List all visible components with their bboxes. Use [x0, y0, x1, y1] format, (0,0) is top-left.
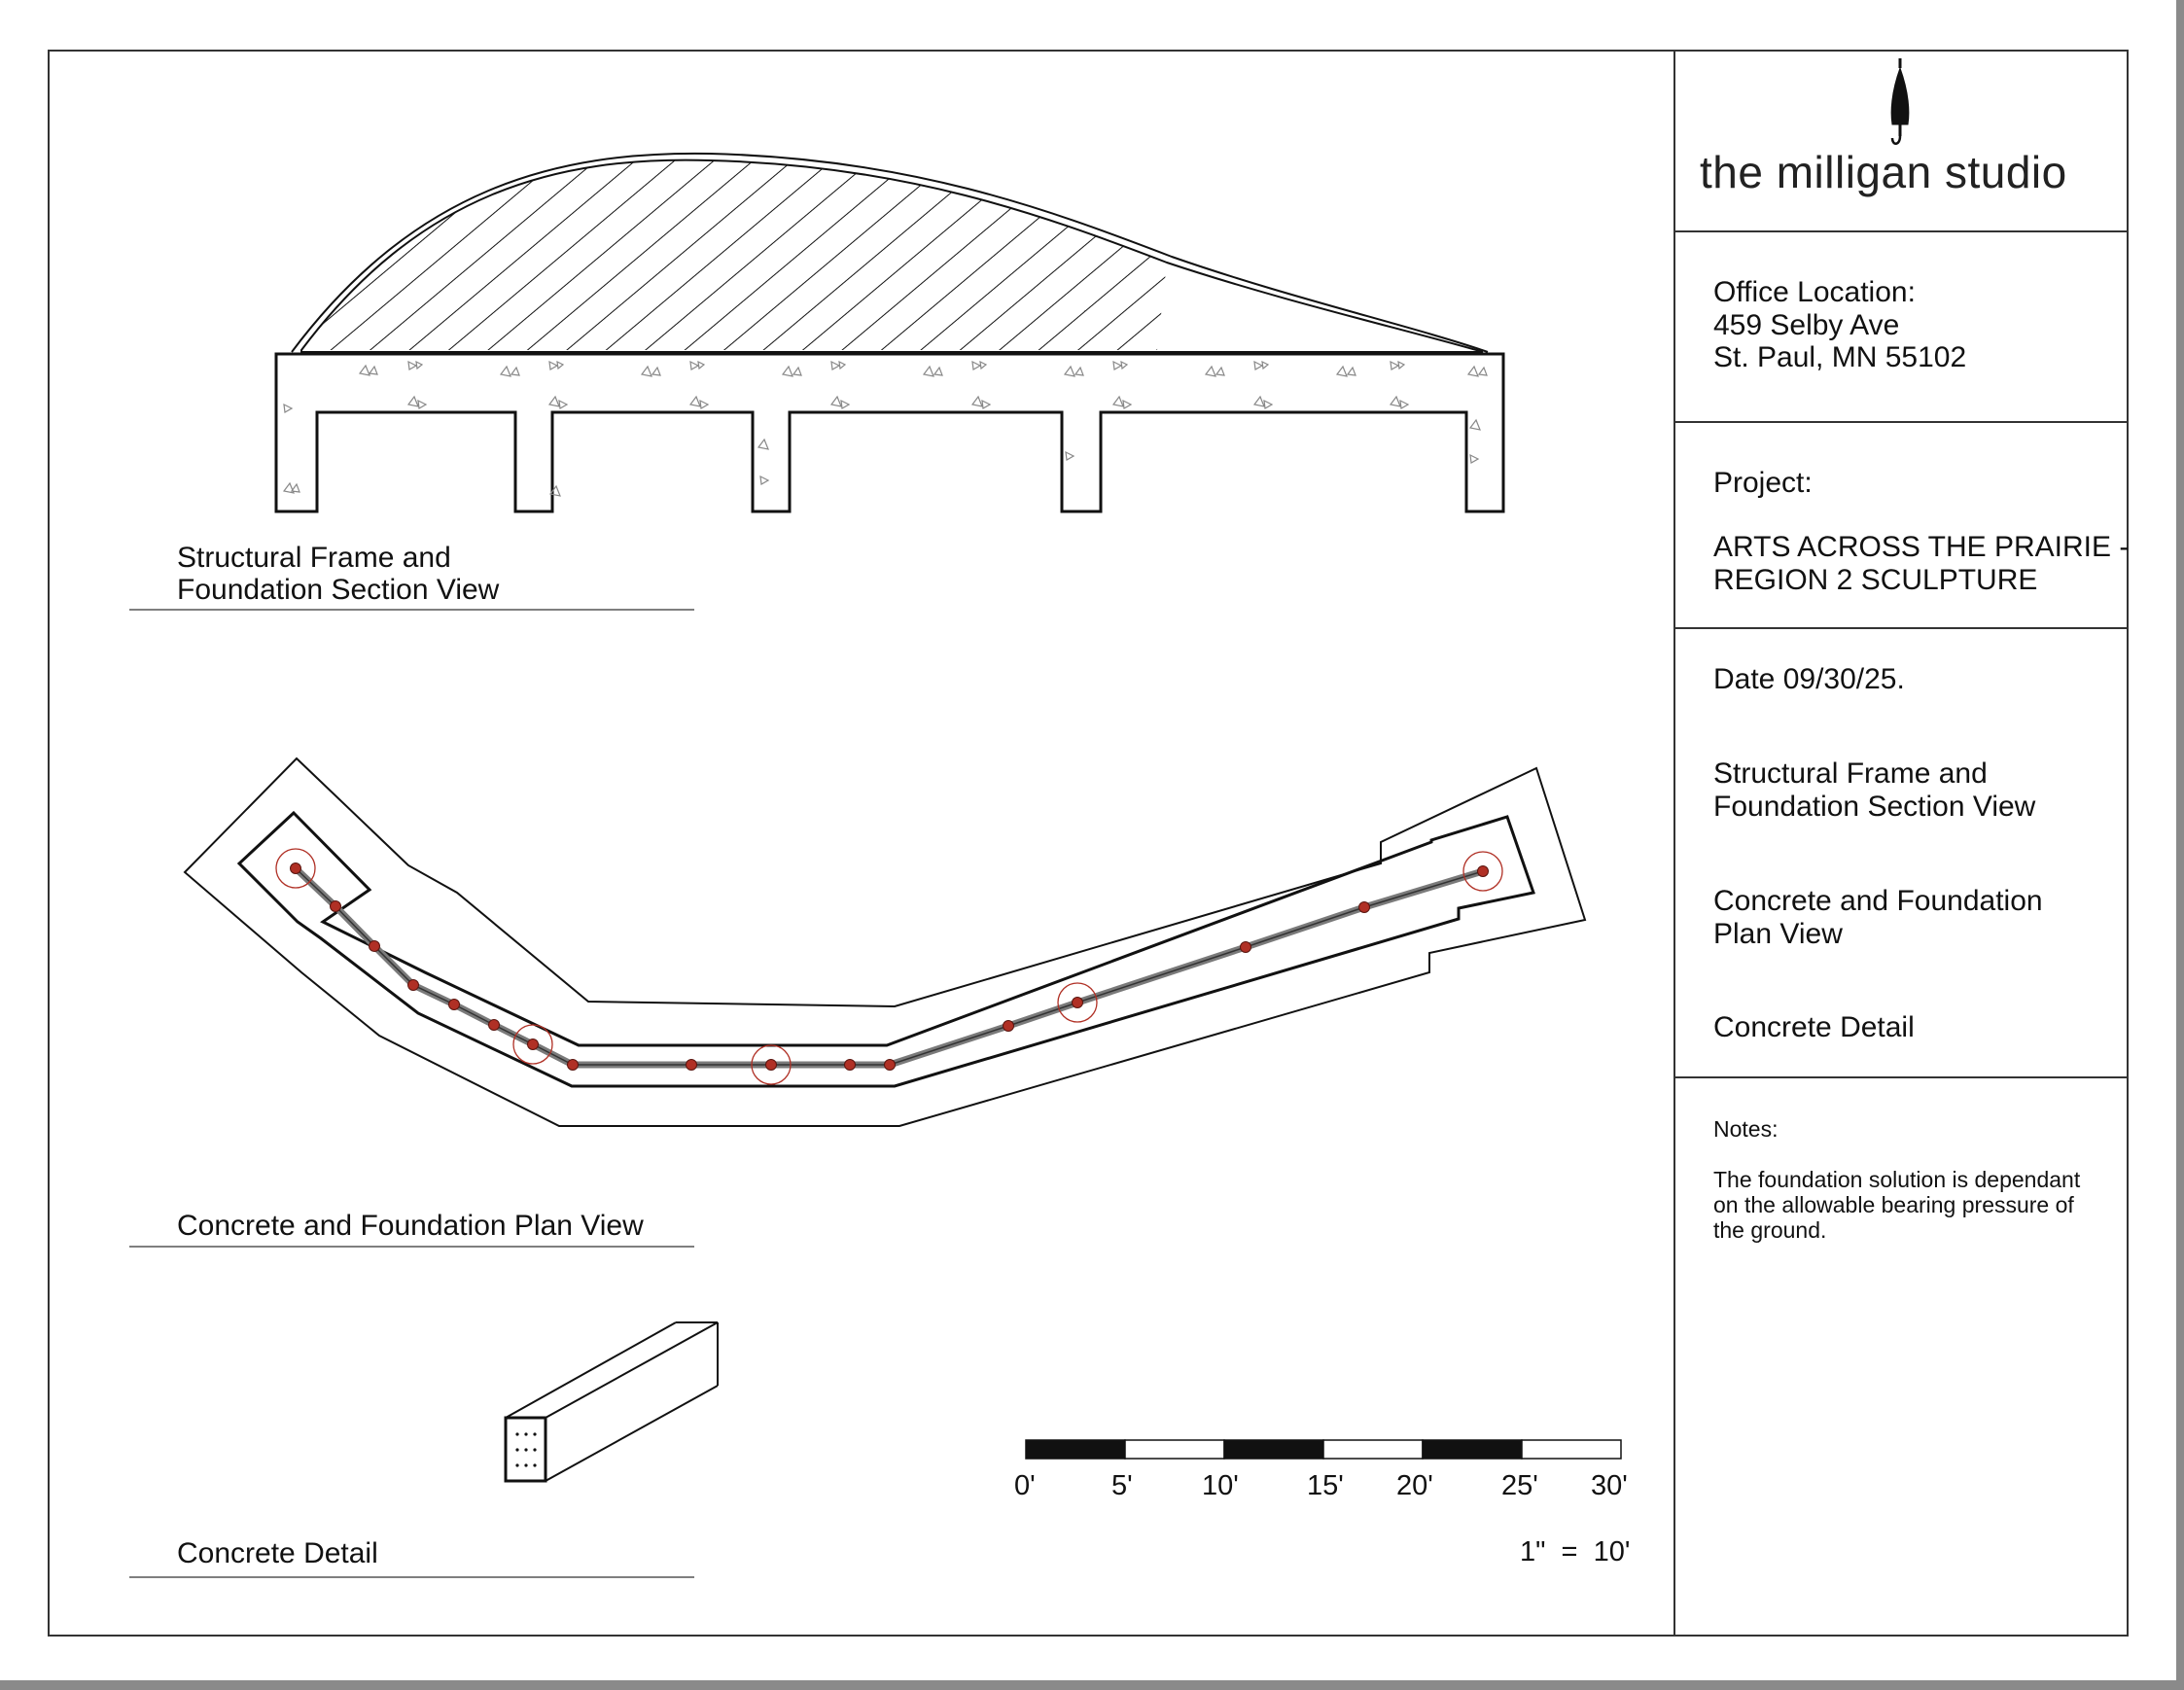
studio-name: the milligan studio	[1700, 147, 2067, 197]
plan-view-title: Concrete and Foundation Plan View	[177, 1210, 644, 1242]
page-edge-bottom	[0, 1680, 2184, 1690]
sheet-list-item-section: Structural Frame and Foundation Section …	[1713, 757, 2035, 823]
notes-heading: Notes:	[1713, 1116, 1779, 1142]
plan-inner-outline	[236, 810, 1535, 1088]
rebar-points	[290, 863, 1489, 1071]
sheet-list-item-section-line2: Foundation Section View	[1713, 790, 2036, 823]
concrete-aggregate-marks	[282, 360, 1488, 497]
anchor-rings	[275, 848, 1503, 1085]
sheet-list-item-plan-line2: Plan View	[1713, 917, 1843, 950]
project-name-line2: REGION 2 SCULPTURE	[1713, 563, 2038, 596]
project-heading: Project:	[1713, 467, 1813, 499]
page-edge-right	[2176, 0, 2184, 1690]
title-block-grid	[1673, 51, 2128, 1636]
notes-line-3: the ground.	[1713, 1216, 1827, 1243]
project-name-line1: ARTS ACROSS THE PRAIRIE -	[1713, 531, 2130, 563]
section-view	[274, 152, 1505, 513]
section-view-title-line1: Structural Frame and	[177, 542, 451, 574]
sheet-list-item-section-line1: Structural Frame and	[1713, 757, 1988, 790]
scale-label-5: 5'	[1111, 1470, 1133, 1501]
notes-body: The foundation solution is dependant on …	[1713, 1167, 2080, 1243]
plan-view	[183, 757, 1587, 1127]
foundation-footing	[274, 352, 1505, 513]
scale-ratio: 1" = 10'	[1520, 1536, 1631, 1567]
earth-mound	[291, 152, 1489, 353]
drawing-date: Date 09/30/25.	[1713, 663, 1905, 695]
scale-label-0: 0'	[1014, 1470, 1036, 1501]
concrete-detail-beam	[504, 1321, 719, 1483]
scale-label-20: 20'	[1396, 1470, 1433, 1501]
scale-bar	[1025, 1439, 1622, 1460]
scale-label-25: 25'	[1501, 1470, 1538, 1501]
sheet-list-item-plan-line1: Concrete and Foundation	[1713, 885, 2043, 917]
sheet-list-item-detail: Concrete Detail	[1713, 1011, 1915, 1043]
plan-outer-outline	[183, 757, 1587, 1127]
office-location: Office Location: 459 Selby Ave St. Paul,…	[1713, 276, 1966, 374]
scale-label-10: 10'	[1202, 1470, 1239, 1501]
scale-label-15: 15'	[1307, 1470, 1344, 1501]
scale-label-30: 30'	[1591, 1470, 1628, 1501]
office-heading: Office Location:	[1713, 276, 1916, 308]
section-view-title-line2: Foundation Section View	[177, 574, 500, 606]
umbrella-icon	[1890, 58, 1910, 145]
notes-line-2: on the allowable bearing pressure of	[1713, 1191, 2074, 1217]
sheet-list-item-plan: Concrete and Foundation Plan View	[1713, 885, 2043, 950]
rebar-centerline	[293, 865, 1485, 1069]
project-name: ARTS ACROSS THE PRAIRIE - REGION 2 SCULP…	[1713, 531, 2129, 596]
detail-view-title: Concrete Detail	[177, 1537, 378, 1569]
sheet-frame	[48, 50, 2129, 1637]
office-address-line2: St. Paul, MN 55102	[1713, 341, 1967, 374]
notes-line-1: The foundation solution is dependant	[1713, 1167, 2081, 1192]
office-address-line1: 459 Selby Ave	[1713, 308, 1900, 341]
